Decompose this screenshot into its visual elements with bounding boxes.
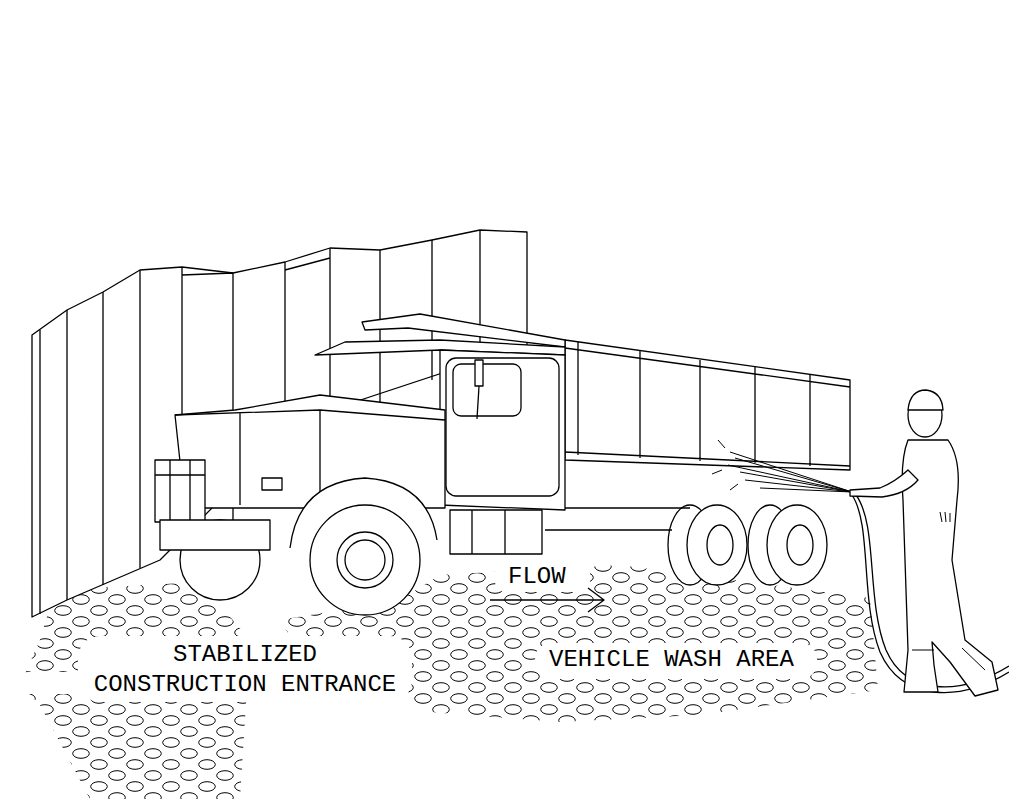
frame-rail [545, 508, 690, 530]
fuel-tank-lines [472, 510, 505, 554]
wheel [687, 505, 747, 585]
grille-bars [155, 460, 205, 522]
cab [440, 350, 565, 510]
door [446, 358, 559, 496]
wheel-hub [707, 525, 733, 565]
area-label: STABILIZED CONSTRUCTION ENTRANCE [87, 640, 403, 700]
hard-hat [908, 390, 943, 410]
mirror-arm [477, 386, 479, 419]
water-spray [712, 440, 852, 492]
fence-seams [40, 230, 480, 614]
cab-window [453, 364, 521, 416]
worker-details [912, 512, 985, 670]
dump-body [565, 340, 850, 470]
wheel [310, 505, 420, 615]
label-clearing [535, 643, 817, 679]
wheel-hub [787, 525, 813, 565]
wheel-hub [345, 540, 385, 580]
bumper [160, 520, 270, 550]
mirror [475, 360, 483, 386]
dump-ribs [565, 342, 850, 466]
worker-arm [850, 470, 918, 497]
wheel-hub [337, 532, 393, 588]
flow-arrow [490, 588, 604, 612]
grille [155, 460, 205, 522]
headlight [262, 478, 282, 490]
area-label: VEHICLE WASH AREA [549, 645, 794, 675]
label-clearing [495, 562, 590, 592]
label-clearing [78, 636, 412, 702]
fuel-tank [450, 510, 542, 554]
wheel [767, 505, 827, 585]
area-label: FLOW [508, 562, 566, 592]
